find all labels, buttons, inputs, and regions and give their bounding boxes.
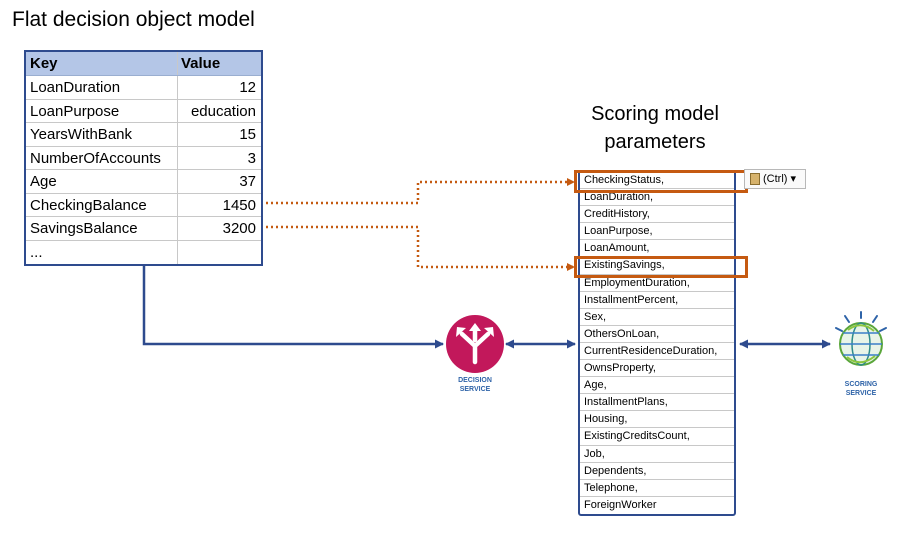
savings-mapping-arrow xyxy=(266,225,575,271)
row-key: LoanPurpose xyxy=(26,99,178,122)
table-header: Key Value xyxy=(26,52,261,76)
table-to-decision-connector xyxy=(142,266,444,349)
scoring-service-line2: SERVICE xyxy=(845,390,877,397)
scoring-model-title: Scoring model parameters xyxy=(560,100,750,156)
row-value: 3 xyxy=(247,149,256,167)
parameter-item: InstallmentPlans, xyxy=(580,394,734,412)
parameter-item: OthersOnLoan, xyxy=(580,326,734,343)
parameter-item: Telephone, xyxy=(580,480,734,497)
parameter-item: OwnsProperty, xyxy=(580,360,734,378)
row-key: ... xyxy=(26,240,178,264)
checking-status-highlight xyxy=(574,170,748,193)
parameter-item: ForeignWorker xyxy=(584,498,657,511)
scoring-model-title-line1: Scoring model xyxy=(591,103,719,125)
scoring-model-title-line2: parameters xyxy=(604,131,706,153)
parameter-item: LoanPurpose, xyxy=(580,223,734,241)
decision-service-line1: DECISION xyxy=(458,377,492,384)
decision-object-table: Key Value LoanDuration 12 LoanPurpose educ… xyxy=(24,50,263,266)
watson-globe-icon xyxy=(835,311,887,366)
row-value: 1450 xyxy=(222,196,256,214)
row-value: 37 xyxy=(239,173,256,190)
scoring-service-label: SCORING SERVICE xyxy=(831,380,891,398)
scoring-service-line1: SCORING xyxy=(844,381,878,388)
row-key: YearsWithBank xyxy=(26,123,178,146)
parameter-item: LoanAmount, xyxy=(580,240,734,258)
decision-service-line2: SERVICE xyxy=(459,386,491,393)
clipboard-icon xyxy=(750,173,760,185)
row-key: Age xyxy=(26,170,178,193)
parameter-item: ExistingCreditsCount, xyxy=(580,428,734,446)
row-key: NumberOfAccounts xyxy=(26,146,178,169)
row-value: education xyxy=(190,102,256,120)
table-row: YearsWithBank 15 xyxy=(26,123,261,147)
row-value: 3200 xyxy=(222,220,256,237)
parameter-item: InstallmentPercent, xyxy=(580,292,734,309)
row-key: SavingsBalance xyxy=(26,217,178,240)
parameter-item: Dependents, xyxy=(580,463,734,480)
table-row: ... xyxy=(26,240,261,264)
key-header: Key xyxy=(26,52,178,75)
value-header: Value xyxy=(181,55,221,72)
paste-options-label: (Ctrl) xyxy=(763,173,788,185)
parameter-item: Housing, xyxy=(580,411,734,429)
table-row: NumberOfAccounts 3 xyxy=(26,146,261,170)
table-row: Age 37 xyxy=(26,170,261,194)
parameter-item: EmploymentDuration, xyxy=(580,275,734,292)
parameter-item: Sex, xyxy=(580,309,734,326)
parameter-item: Age, xyxy=(580,377,734,395)
table-row: LoanPurpose education xyxy=(26,99,261,123)
parameter-item: Job, xyxy=(580,446,734,463)
existing-savings-highlight xyxy=(574,256,748,278)
parameter-item: CurrentResidenceDuration, xyxy=(580,343,734,361)
table-row: LoanDuration 12 xyxy=(26,76,261,100)
row-value: 12 xyxy=(239,79,256,96)
parameter-item: CheckingStatus, xyxy=(580,172,734,190)
table-row: CheckingBalance 1450 xyxy=(26,193,261,217)
row-key: LoanDuration xyxy=(26,76,178,99)
parameter-item: ExistingSavings, xyxy=(580,257,734,275)
decision-service-label: DECISION SERVICE xyxy=(445,376,505,394)
paste-options-button[interactable]: (Ctrl) ▾ xyxy=(744,169,806,189)
table-row: SavingsBalance 3200 xyxy=(26,217,261,241)
row-key: CheckingBalance xyxy=(26,193,178,216)
row-value: 15 xyxy=(239,126,256,143)
diagram-title: Flat decision object model xyxy=(12,8,255,31)
dropdown-arrow-icon: ▾ xyxy=(787,173,797,185)
checking-mapping-arrow xyxy=(266,178,575,205)
scoring-parameter-list: CheckingStatus, LoanDuration, CreditHist… xyxy=(578,170,736,516)
split-arrows-icon xyxy=(446,315,504,373)
parameter-item: CreditHistory, xyxy=(580,206,734,224)
parameter-item: LoanDuration, xyxy=(580,189,734,207)
